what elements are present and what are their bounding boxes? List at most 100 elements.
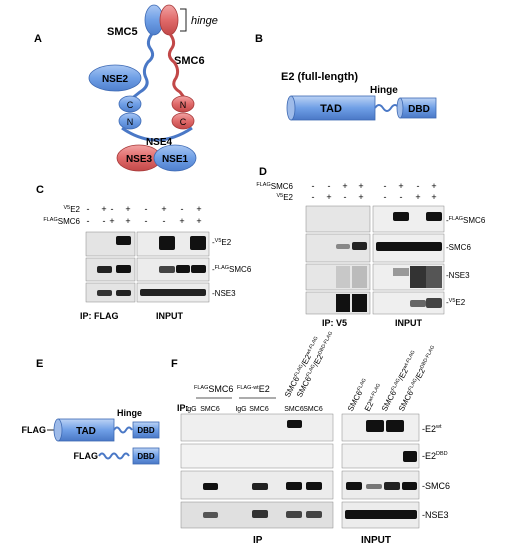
c-sign-row2: -	[145, 216, 148, 226]
d-row2-label: V5E2	[276, 193, 293, 202]
d-sign-row2: +	[431, 192, 436, 202]
band	[140, 289, 206, 296]
band	[336, 244, 350, 249]
e-dbd-domain-1	[132, 421, 160, 439]
c-input-label: INPUT	[156, 311, 184, 321]
d-ip-blot-flag-smc6	[305, 205, 371, 233]
c-blot2-label: -FLAGSMC6	[212, 265, 252, 274]
band	[384, 482, 400, 490]
c-sign-row2: -	[103, 216, 106, 226]
d-signs-row2: -+-+--++	[312, 192, 437, 202]
f-group1-label: FLAGSMC6	[194, 384, 233, 394]
f-ip-prefix: IP:	[177, 403, 189, 413]
nse1-subunit	[153, 144, 197, 172]
tad-label: TAD	[320, 103, 342, 115]
d-sign-row2: -	[344, 192, 347, 202]
f-lane-label: SMC6	[200, 406, 220, 413]
smc5-c-domain	[118, 95, 142, 113]
band	[426, 298, 442, 308]
band	[306, 511, 322, 518]
d-ip-label: IP: V5	[322, 318, 347, 328]
d-signs-row1: --++-+-+	[312, 181, 437, 191]
e-flag-label-2: FLAG	[74, 451, 99, 461]
d-sign-row1: +	[431, 181, 436, 191]
panel-letter-d: D	[259, 166, 267, 178]
panel-letter-f: F	[171, 358, 178, 370]
d-blot4-label: -V5E2	[446, 298, 466, 307]
f-lane-label: SMC6	[303, 406, 323, 413]
d-sign-row1: +	[398, 181, 403, 191]
band	[191, 265, 206, 273]
hinge-label-b: Hinge	[370, 85, 398, 96]
smc6-n-label: N	[180, 100, 187, 110]
f-blot1-label: -E2wt	[422, 424, 442, 434]
band	[352, 294, 367, 312]
band-smear	[410, 266, 426, 288]
band	[116, 236, 131, 245]
smc5-coil	[129, 33, 155, 102]
band	[116, 265, 131, 273]
band	[286, 482, 302, 490]
panel-c: C V5E2 FLAGSMC6 -+-+-+-+ --++--++ -V5E2 …	[36, 184, 252, 321]
d-sign-row2: -	[384, 192, 387, 202]
f-ip-label: IP	[253, 535, 263, 546]
panel-letter-c: C	[36, 184, 44, 196]
panel-letter-a: A	[34, 33, 42, 45]
panel-f: F FLAGSMC6 FLAG-wtE2 SMC6FLAG/E2wt-FLAG …	[171, 331, 450, 546]
smc6-label: SMC6	[174, 55, 205, 67]
f-lane-label: SMC6	[284, 406, 304, 413]
hinge-bracket	[180, 8, 187, 32]
e-dbd-label-1: DBD	[137, 426, 155, 435]
dbd-cap	[396, 97, 404, 119]
d-input-blot-v5-e2	[372, 291, 445, 315]
c-blot1-label: -V5E2	[212, 238, 232, 247]
e-tad-label: TAD	[76, 426, 96, 437]
band	[352, 242, 367, 250]
hinge-label: hinge	[191, 15, 218, 27]
smc6-hinge-domain	[159, 4, 179, 36]
panel-letter-b: B	[255, 33, 263, 45]
band	[97, 290, 112, 296]
band	[287, 420, 302, 428]
d-sign-row1: -	[328, 181, 331, 191]
f-ip-blot-e2dbd	[180, 443, 334, 469]
panel-b: B E2 (full-length) Hinge TAD DBD	[255, 33, 437, 121]
c-sign-row2: +	[196, 216, 201, 226]
d-input-label: INPUT	[395, 318, 423, 328]
d-sign-row1: -	[417, 181, 420, 191]
d-sign-row2: -	[400, 192, 403, 202]
band	[366, 420, 384, 432]
band	[410, 300, 426, 307]
nse2-subunit	[88, 64, 142, 92]
d-blot3-label: -NSE3	[446, 271, 470, 280]
c-sign-row1: -	[87, 204, 90, 214]
d-sign-row2: +	[415, 192, 420, 202]
f-input-label: INPUT	[361, 535, 391, 546]
e-hinge-label: Hinge	[117, 408, 142, 418]
c-sign-row1: +	[125, 204, 130, 214]
smc5-n-domain	[118, 112, 142, 130]
band	[252, 510, 268, 518]
c-sign-row1: +	[196, 204, 201, 214]
c-sign-row2: -	[87, 216, 90, 226]
c-blot3-label: -NSE3	[212, 289, 236, 298]
d-sign-row1: -	[384, 181, 387, 191]
band	[203, 483, 218, 490]
smc6-c-label: C	[180, 117, 187, 127]
nse4-bridge	[121, 126, 193, 142]
e-dbd-domain-2	[132, 447, 160, 465]
f-lane-label: IgG	[185, 406, 196, 413]
smc6-n-domain	[171, 95, 195, 113]
c-ip-label: IP: FLAG	[80, 311, 119, 321]
c-signs-row2: --++--++	[87, 216, 202, 226]
band	[346, 482, 362, 490]
f-group2-label: FLAG-wtE2	[237, 384, 270, 394]
c-sign-row2: +	[125, 216, 130, 226]
nse2-label: NSE2	[102, 74, 129, 85]
band	[386, 420, 404, 432]
band	[403, 451, 417, 462]
panel-d: D FLAGSMC6 V5E2 --++-+-+ -+-+--++ -FLAGS…	[256, 166, 485, 328]
band	[376, 242, 442, 251]
tad-cap	[286, 95, 296, 121]
